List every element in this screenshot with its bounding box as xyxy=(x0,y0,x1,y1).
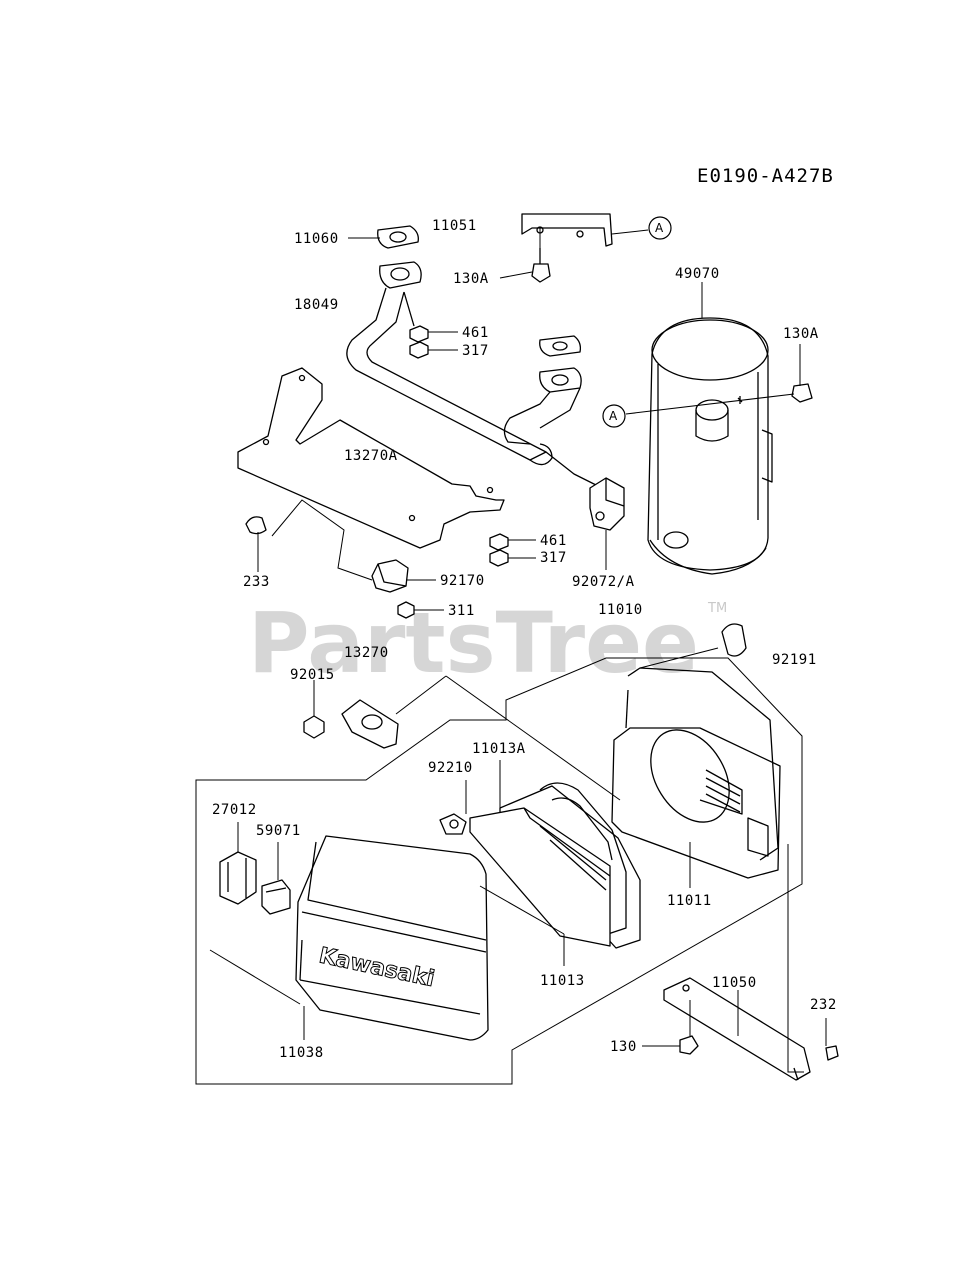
bracket-11050[interactable] xyxy=(663,977,811,1081)
cap-92191[interactable] xyxy=(721,623,747,657)
part-label[interactable]: 18049 xyxy=(294,297,339,313)
bolt-232[interactable] xyxy=(825,1045,839,1061)
part-label[interactable]: 13270A xyxy=(344,448,398,464)
gasket-11060[interactable] xyxy=(377,225,419,249)
part-label[interactable]: 92072/A xyxy=(572,574,635,590)
cap-233[interactable] xyxy=(245,516,267,535)
svg-text:A: A xyxy=(655,221,664,235)
nut-317-upper[interactable] xyxy=(409,341,429,359)
bolt-130a-right[interactable] xyxy=(791,383,813,403)
element-11013[interactable] xyxy=(469,807,611,947)
gasket-13270[interactable] xyxy=(341,699,399,749)
nut-311[interactable] xyxy=(397,601,415,619)
part-label[interactable]: 13270 xyxy=(344,645,389,661)
watermark-text: PartsTree xyxy=(248,594,699,692)
part-label[interactable]: 317 xyxy=(462,343,489,359)
part-label[interactable]: 233 xyxy=(243,574,270,590)
muffler-49070[interactable] xyxy=(647,317,773,575)
part-label[interactable]: 461 xyxy=(462,325,489,341)
part-label[interactable]: 49070 xyxy=(675,266,720,282)
nut-92015[interactable] xyxy=(303,715,325,739)
part-label[interactable]: 232 xyxy=(810,997,837,1013)
diagram-id: E0190-A427B xyxy=(697,165,834,187)
part-label[interactable]: 92210 xyxy=(428,760,473,776)
part-label[interactable]: 130 xyxy=(610,1039,637,1055)
part-label[interactable]: 317 xyxy=(540,550,567,566)
part-label[interactable]: 11038 xyxy=(279,1045,324,1061)
part-label[interactable]: 11060 xyxy=(294,231,339,247)
part-label[interactable]: 11050 xyxy=(712,975,757,991)
part-label[interactable]: 11013 xyxy=(540,973,585,989)
bolt-130[interactable] xyxy=(679,1035,699,1055)
fitting-59071[interactable] xyxy=(261,879,291,915)
nut-461-lower[interactable] xyxy=(489,533,509,551)
part-label[interactable]: 27012 xyxy=(212,802,257,818)
part-label[interactable]: 11010 xyxy=(598,602,643,618)
svg-text:A: A xyxy=(609,409,618,423)
nut-317-lower[interactable] xyxy=(489,549,509,567)
heat-shield-13270a[interactable] xyxy=(237,367,505,549)
part-label[interactable]: 130A xyxy=(453,271,489,287)
watermark-trademark: TM xyxy=(707,601,727,616)
ref-marker-a-muffler: A xyxy=(602,404,626,428)
nut-461-upper[interactable] xyxy=(409,325,429,343)
part-label[interactable]: 11011 xyxy=(667,893,712,909)
leader-lines xyxy=(209,228,827,1073)
clip-27012[interactable] xyxy=(219,851,257,905)
assembly-frame xyxy=(195,657,803,1085)
part-label[interactable]: 92015 xyxy=(290,667,335,683)
part-label[interactable]: 92191 xyxy=(772,652,817,668)
part-label[interactable]: 11013A xyxy=(472,741,526,757)
cover-11038[interactable]: Kawasaki xyxy=(295,835,489,1041)
clamp-92170[interactable] xyxy=(371,559,409,593)
clamp-92072a[interactable] xyxy=(589,477,625,531)
clip-92210[interactable] xyxy=(439,813,467,835)
part-label[interactable]: 92170 xyxy=(440,573,485,589)
bolt-130a-top[interactable] xyxy=(531,248,551,283)
part-label[interactable]: 130A xyxy=(783,326,819,342)
part-label[interactable]: 11051 xyxy=(432,218,477,234)
part-label[interactable]: 461 xyxy=(540,533,567,549)
part-label[interactable]: 59071 xyxy=(256,823,301,839)
bracket-11051[interactable] xyxy=(521,213,613,247)
part-label[interactable]: 311 xyxy=(448,603,475,619)
part-labels: 11060 11051 130A 18049 461 317 49070 130… xyxy=(212,218,837,1061)
base-11011[interactable] xyxy=(611,667,781,879)
ref-marker-a-top: A xyxy=(648,216,672,240)
